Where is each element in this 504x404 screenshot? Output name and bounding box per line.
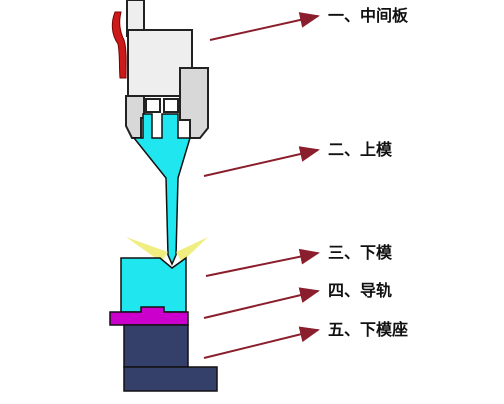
- label-lower-die: 三、下模: [328, 243, 393, 262]
- lower-die-base-upper: [123, 324, 189, 368]
- label-middle-plate: 一、中间板: [328, 6, 409, 25]
- arrow-upper-die: [203, 146, 320, 177]
- light-ray-left: [126, 237, 168, 262]
- upper-die-shape: [132, 113, 192, 266]
- clamp-slot-left: [145, 98, 161, 113]
- right-clamp: [179, 67, 209, 139]
- lower-die-base-foot: [123, 366, 218, 392]
- red-handle: [111, 11, 127, 79]
- clamp-slot-right: [163, 98, 179, 113]
- lower-die-shape: [120, 256, 187, 313]
- left-clamp: [125, 95, 145, 139]
- arrow-lower-die-base: [203, 326, 320, 359]
- arrow-middle-plate: [209, 12, 320, 41]
- light-ray-right: [176, 237, 208, 262]
- arrow-guide-rail: [203, 287, 320, 319]
- label-guide-rail: 四、导轨: [328, 281, 393, 300]
- arrow-lower-die: [205, 248, 320, 277]
- label-lower-die-base: 五、下模座: [328, 320, 409, 339]
- label-upper-die: 二、上模: [328, 140, 393, 159]
